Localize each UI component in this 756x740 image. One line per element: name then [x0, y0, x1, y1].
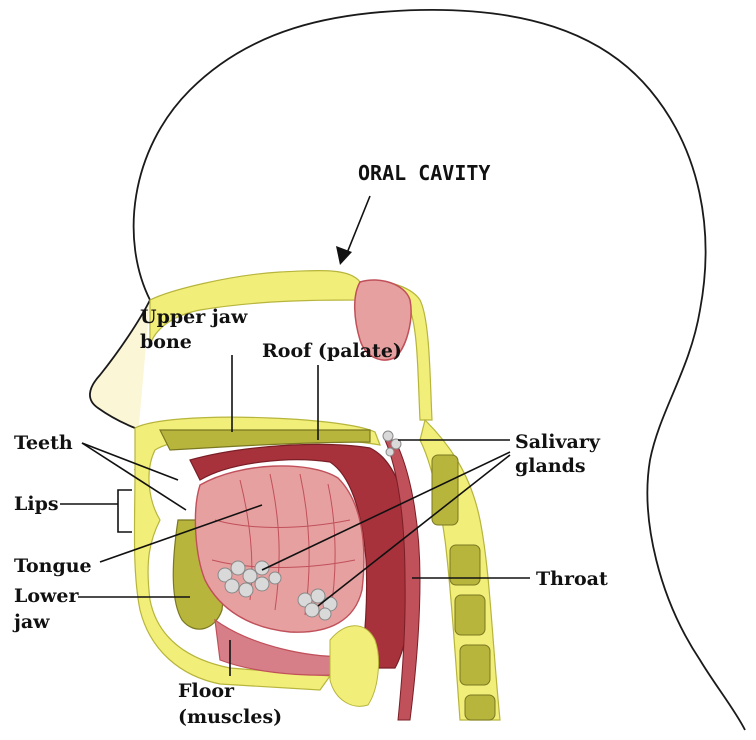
label-upper-jaw-line1: Upper jaw	[140, 306, 248, 328]
label-teeth: Teeth	[14, 432, 73, 454]
label-lower-jaw-line2: jaw	[12, 611, 50, 633]
title-text: ORAL CAVITY	[358, 161, 490, 185]
label-salivary-line1: Salivary	[515, 431, 601, 453]
label-floor-line2: (muscles)	[178, 706, 282, 728]
vertebra	[432, 455, 458, 525]
vertebra	[460, 645, 490, 685]
label-upper-jaw-line2: bone	[140, 331, 192, 353]
label-floor-line1: Floor	[178, 680, 235, 702]
label-salivary-line2: glands	[515, 455, 586, 477]
vertebra	[450, 545, 480, 585]
title-arrow	[345, 196, 370, 258]
hyoid-tissue	[330, 626, 379, 707]
label-lower-jaw-line1: Lower	[14, 585, 79, 607]
label-roof: Roof (palate)	[262, 340, 402, 362]
title-arrow-head	[336, 246, 352, 265]
head-outline	[134, 10, 745, 730]
lips-bracket	[118, 490, 132, 532]
label-tongue: Tongue	[14, 555, 92, 577]
label-throat: Throat	[536, 568, 608, 590]
label-lips: Lips	[14, 493, 59, 515]
vertebra	[465, 695, 495, 720]
vertebra	[455, 595, 485, 635]
